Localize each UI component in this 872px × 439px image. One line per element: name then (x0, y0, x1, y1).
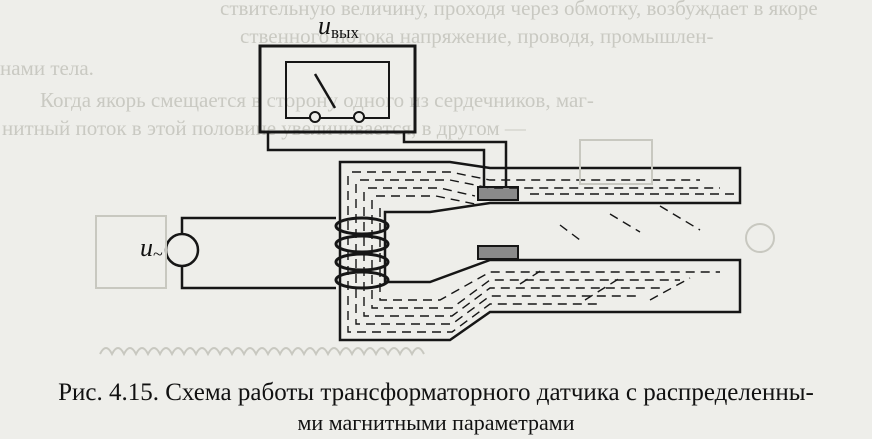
figure-caption-line-2: ми магнитными параметрами (297, 410, 575, 435)
output-voltmeter (258, 44, 417, 134)
sensor-pad-top (477, 186, 519, 201)
show-through-background-text: ствительную величину, проходя через обмо… (0, 0, 872, 140)
input-voltage-label: u~ (140, 233, 163, 264)
voltmeter-terminal-right (353, 111, 365, 123)
voltmeter-needle (313, 73, 337, 109)
background-text-line: ствительную величину, проходя через обмо… (220, 0, 818, 20)
voltmeter-scale (285, 61, 390, 119)
background-text-line: нитный поток в этой половине увеличивает… (2, 116, 526, 140)
output-voltage-label: uвых (318, 11, 359, 42)
background-text-line: нами тела. (0, 56, 94, 80)
transformer-sensor-diagram: uвых (95, 11, 775, 357)
output-wires (266, 132, 508, 187)
sensor-pad-bottom (477, 245, 519, 260)
background-text-line: ственного потока напряжение, проводя, пр… (240, 24, 714, 48)
magnetic-flux-lines (347, 171, 736, 333)
ac-source-icon (164, 232, 200, 268)
voltmeter-terminal-left (309, 111, 321, 123)
input-wires (180, 216, 336, 290)
show-through-background-figure (95, 139, 775, 357)
background-text-line: Когда якорь смещается в сторону одного и… (40, 88, 594, 112)
primary-winding (334, 216, 390, 290)
figure-caption-line-1: Рис. 4.15. Схема работы трансформаторног… (58, 379, 814, 406)
voltmeter-case (258, 44, 417, 134)
